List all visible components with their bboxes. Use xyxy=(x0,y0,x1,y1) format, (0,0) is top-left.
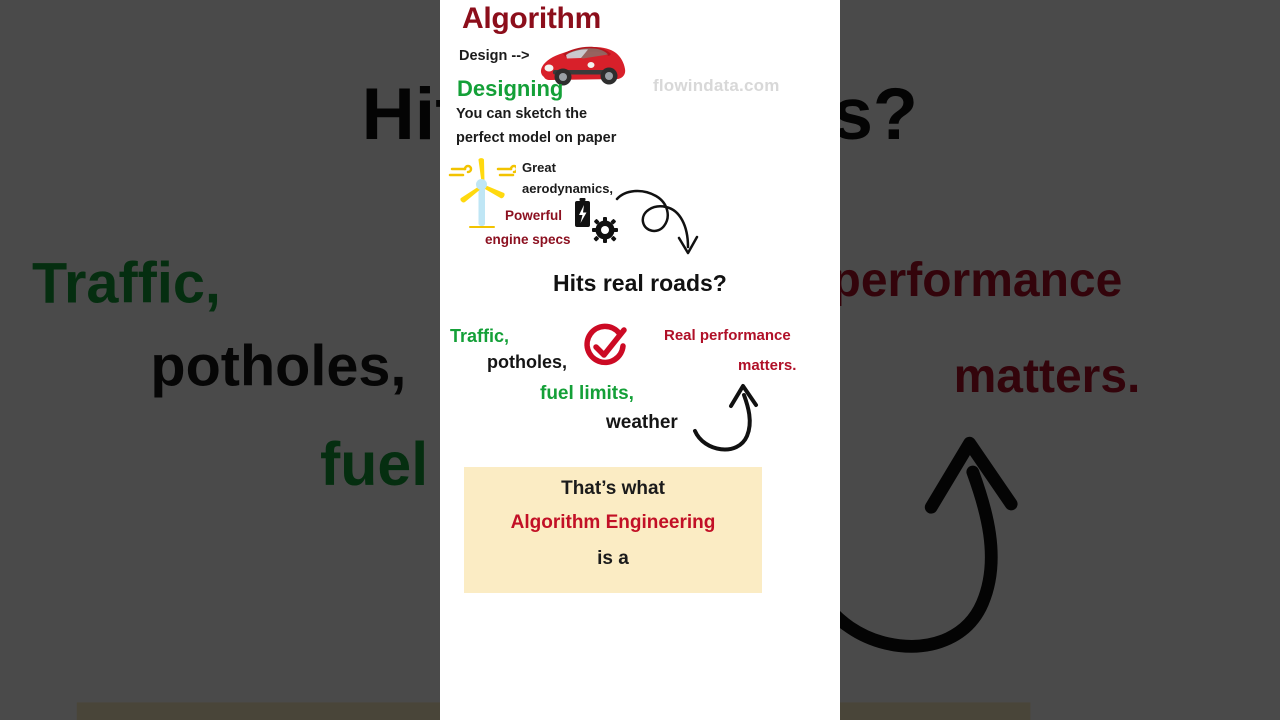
real-performance-line-1: Real performance xyxy=(664,327,791,344)
slide-panel: Algorithm Design --> flowindata.c xyxy=(440,0,840,720)
sketch-line-1: You can sketch the xyxy=(456,106,588,122)
page-title: Algorithm xyxy=(462,2,601,35)
constraint-potholes: potholes, xyxy=(487,352,567,372)
callout-line-1: That’s what xyxy=(561,478,665,499)
designing-heading: Designing xyxy=(457,76,564,101)
curved-up-arrow-icon xyxy=(692,382,778,464)
callout-line-2: Algorithm Engineering xyxy=(510,512,716,533)
watermark: flowindata.com xyxy=(653,76,780,95)
constraint-weather: weather xyxy=(606,412,678,433)
callout-card: That’s what Algorithm Engineering is a xyxy=(464,467,762,593)
callout-line-3: is a xyxy=(597,548,629,569)
real-performance-line-2: matters. xyxy=(738,357,797,374)
design-label: Design --> xyxy=(459,48,530,64)
car-icon xyxy=(535,36,630,94)
engine-line-2: engine specs xyxy=(485,232,571,247)
slide-content: Algorithm Design --> flowindata.c xyxy=(440,0,840,720)
bg-constraint-potholes: potholes, xyxy=(150,334,407,399)
circle-check-icon xyxy=(580,322,632,374)
constraint-fuel-limits: fuel limits, xyxy=(540,383,634,404)
curved-up-arrow-icon xyxy=(806,430,1081,692)
constraint-traffic: Traffic, xyxy=(450,326,510,346)
aero-line-2: aerodynamics, xyxy=(522,181,614,196)
battery-gear-icon-group xyxy=(572,196,624,248)
wind-turbine-icon xyxy=(448,156,519,238)
hits-real-roads-heading: Hits real roads? xyxy=(553,270,727,296)
aero-line-1: Great xyxy=(522,160,556,175)
engine-line-1: Powerful xyxy=(505,208,563,223)
bg-constraint-traffic: Traffic, xyxy=(32,251,221,316)
sketch-line-2: perfect model on paper xyxy=(456,130,617,146)
curly-down-arrow-icon xyxy=(612,186,710,264)
bg-real-performance-line-2: matters. xyxy=(953,350,1141,405)
